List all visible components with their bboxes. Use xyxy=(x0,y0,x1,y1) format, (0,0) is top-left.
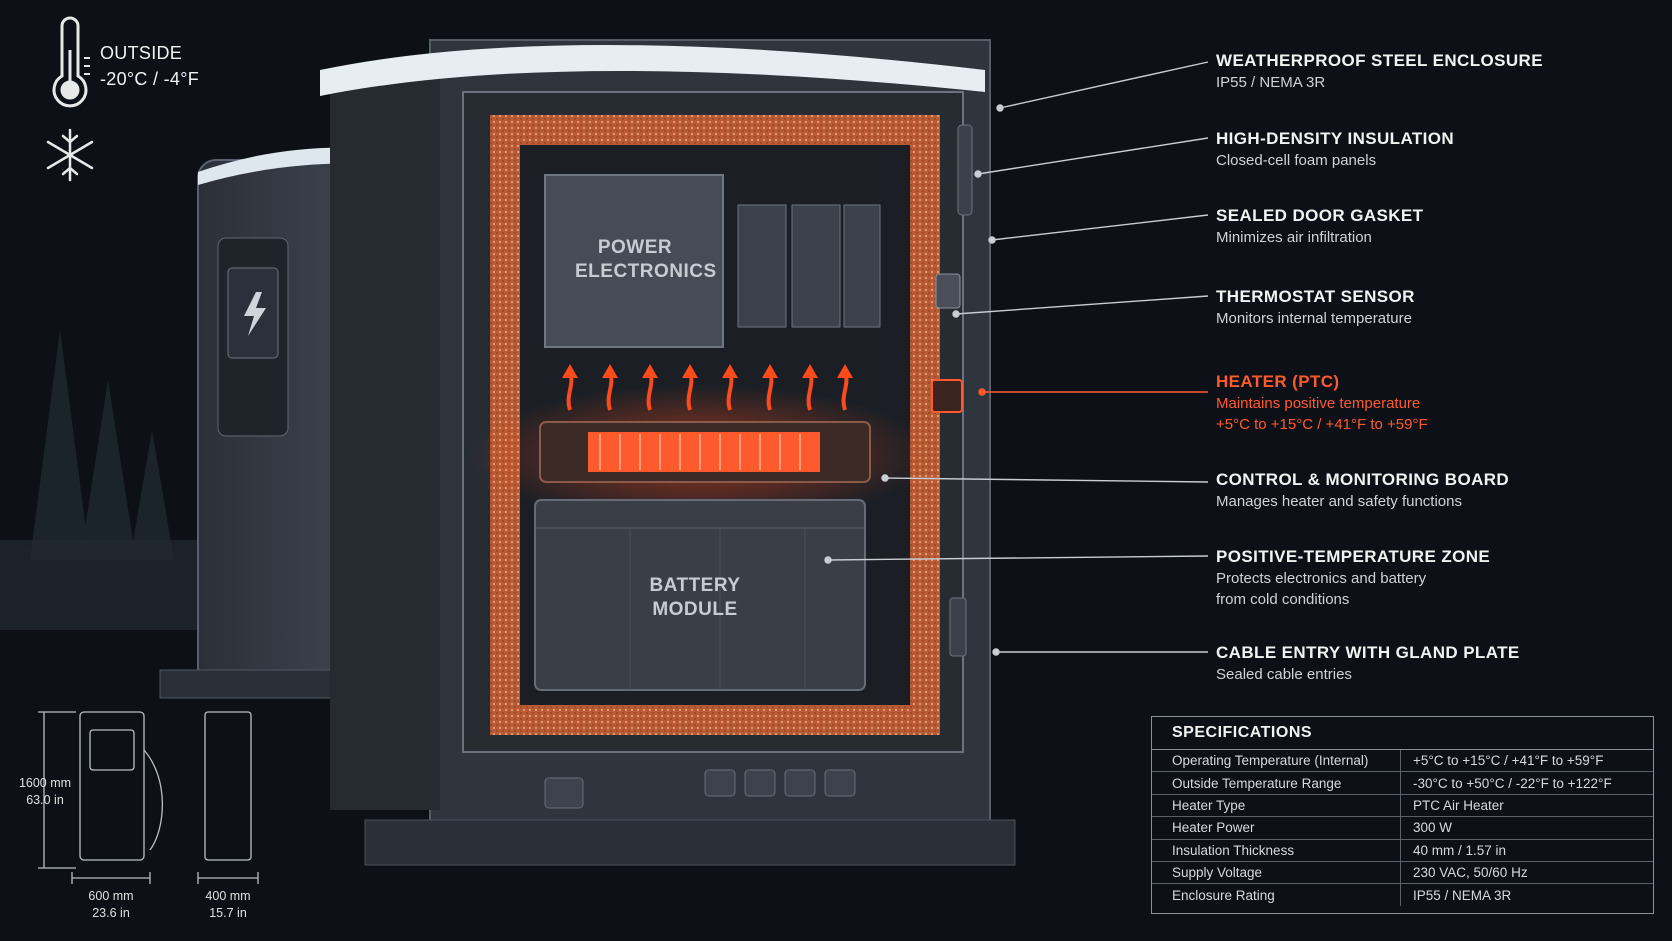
callout-control-board: CONTROL & MONITORING BOARD Manages heate… xyxy=(1216,470,1510,510)
outside-value: -20°C / -4°F xyxy=(100,69,200,89)
outside-label: OUTSIDE xyxy=(100,43,183,63)
table-row: Operating Temperature (Internal)+5°C to … xyxy=(1152,750,1653,773)
height-dimension-label: 1600 mm 63.0 in xyxy=(18,776,72,807)
ptc-heater xyxy=(470,385,930,525)
lightning-icon xyxy=(244,292,266,336)
power-electronics-box xyxy=(544,174,724,348)
battery-module-box xyxy=(534,499,866,691)
thermometer-icon xyxy=(52,16,90,108)
thermostat-sensor xyxy=(935,273,961,309)
outside-temperature: OUTSIDE -20°C / -4°F xyxy=(100,40,199,92)
width-dimension-label: 600 mm 23.6 in xyxy=(88,889,134,920)
table-row: Outside Temperature Range-30°C to +50°C … xyxy=(1152,771,1653,795)
callout-enclosure: WEATHERPROOF STEEL ENCLOSURE IP55 / NEMA… xyxy=(1216,51,1543,91)
cable-glands xyxy=(544,769,856,809)
specifications-rows: Operating Temperature (Internal)+5°C to … xyxy=(1152,750,1653,906)
callout-heater: HEATER (PTC) Maintains positive temperat… xyxy=(1216,372,1428,433)
contactor-bank xyxy=(737,204,881,328)
depth-dimension-label: 400 mm 15.7 in xyxy=(205,889,251,920)
callout-insulation: HIGH-DENSITY INSULATION Closed-cell foam… xyxy=(1216,129,1455,169)
callout-thermostat: THERMOSTAT SENSOR Monitors internal temp… xyxy=(1216,287,1415,327)
forest-background xyxy=(30,330,174,560)
callout-leader-lines xyxy=(824,61,1209,656)
snowflake-icon xyxy=(46,128,94,182)
specifications-table: SPECIFICATIONS Operating Temperature (In… xyxy=(1151,716,1654,914)
callout-door-gasket: SEALED DOOR GASKET Minimizes air infiltr… xyxy=(1216,206,1424,246)
power-electronics-label: POWER ELECTRONICS xyxy=(575,237,717,282)
dimension-drawings xyxy=(38,711,259,884)
heater-indicator xyxy=(931,379,963,413)
callout-cable-entry: CABLE ENTRY WITH GLAND PLATE Sealed cabl… xyxy=(1216,643,1520,683)
door-frame-parts xyxy=(931,124,973,657)
specifications-title: SPECIFICATIONS xyxy=(1152,717,1653,750)
battery-module-label: BATTERY MODULE xyxy=(649,575,741,620)
callout-positive-zone: POSITIVE-TEMPERATURE ZONE Protects elect… xyxy=(1216,547,1491,608)
